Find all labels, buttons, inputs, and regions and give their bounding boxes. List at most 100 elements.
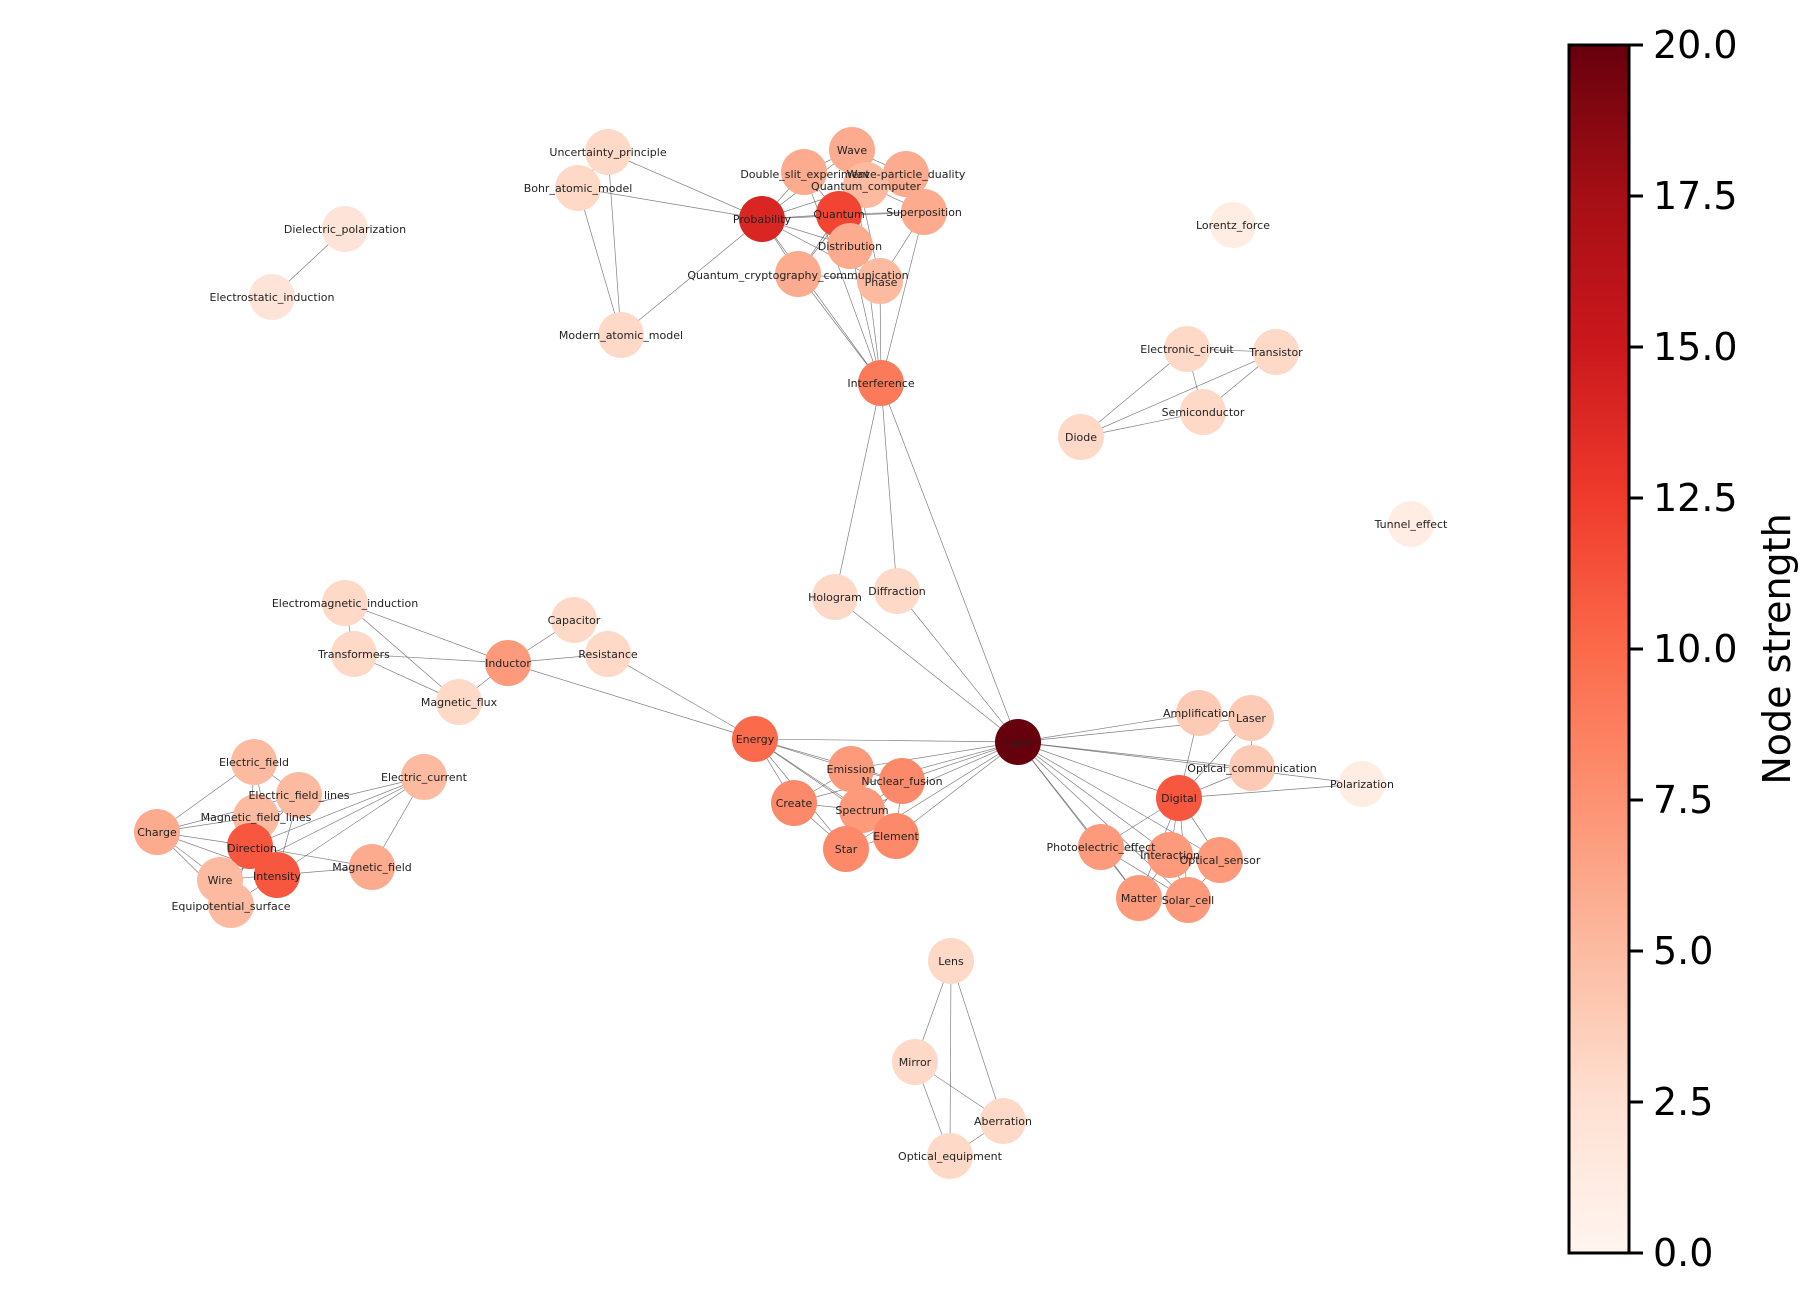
node-wave-particle-duality [883,151,929,197]
edge-electric-field-lines-charge [156,794,300,833]
edge-light-element [895,741,1019,837]
node-direction [227,823,273,869]
node-equipotential-surface [208,882,254,928]
colorbar-label: Node strength [1755,513,1799,784]
node-label-electric-field-lines: Electric_field_lines [248,789,349,802]
colorbar-tick-label: 10.0 [1653,627,1738,671]
node-matter [1116,875,1162,921]
edge-light-emission [850,741,1019,770]
edge-light-amplification [1017,712,1200,743]
node-label-magnetic-flux: Magnetic_flux [421,696,498,709]
node-label-uncertainty-principle: Uncertainty_principle [549,146,666,159]
colorbar-ticks: 0.02.55.07.510.012.515.017.520.0 [1629,23,1738,1275]
colorbar-tick-label: 2.5 [1653,1080,1713,1124]
edge-interference-hologram [834,382,882,598]
node-label-tunnel-effect: Tunnel_effect [1374,518,1448,531]
node-intensity [254,852,300,898]
node-label-light: Light [1004,736,1032,749]
edge-electromagnetic-induction-magnetic-flux [344,602,460,703]
node-label-matter: Matter [1121,892,1158,905]
node-label-transformers: Transformers [317,648,390,661]
edge-interference-diffraction [880,382,898,592]
node-amplification [1176,690,1222,736]
edge-light-matter [1017,741,1140,899]
node-element [873,813,919,859]
node-star [823,826,869,872]
colorbar: 0.02.55.07.510.012.515.017.520.0 Node st… [1567,23,1799,1275]
node-label-amplification: Amplification [1163,707,1235,720]
node-uncertainty-principle [585,129,631,175]
node-resistance [585,631,631,677]
node-diode [1058,414,1104,460]
edge-probability-interference [761,218,882,384]
node-optical-communication [1229,745,1275,791]
node-label-wire: Wire [208,874,233,887]
node-emission [828,746,874,792]
node-label-electromagnetic-induction: Electromagnetic_induction [272,597,418,610]
node-label-create: Create [776,797,813,810]
node-optical-sensor [1197,837,1243,883]
edge-bohr-atomic-model-modern-atomic-model [577,187,622,336]
node-label-equipotential-surface: Equipotential_surface [171,900,290,913]
node-label-wave-particle-duality: Wave-particle_duality [847,168,966,181]
node-label-electronic-circuit: Electronic_circuit [1140,343,1234,356]
node-magnetic-flux [436,679,482,725]
node-wave [829,127,875,173]
node-label-probability: Probability [733,213,792,226]
node-label-diffraction: Diffraction [868,585,926,598]
colorbar-gradient [1567,43,1631,1255]
node-digital [1156,775,1202,821]
node-label-distribution: Distribution [818,240,882,253]
edge-transformers-inductor [353,653,509,664]
node-label-emission: Emission [827,763,876,776]
node-interference [858,360,904,406]
node-electric-current [401,754,447,800]
node-mirror [892,1039,938,1085]
node-label-magnetic-field-lines: Magnetic_field_lines [201,811,312,824]
node-create [771,780,817,826]
node-label-photoelectric-effect: Photoelectric_effect [1047,841,1157,854]
node-light [995,719,1041,765]
edge-resistance-energy [607,653,756,740]
node-label-superposition: Superposition [886,206,962,219]
edge-electric-current-intensity [276,776,425,876]
edge-energy-light [754,738,1019,743]
edge-interference-light [880,382,1019,743]
node-transformers [331,631,377,677]
edge-lens-optical-equipment [949,960,952,1157]
node-quantum-computer [843,162,889,208]
node-electric-field [231,739,277,785]
node-label-interference: Interference [847,377,915,390]
edge-uncertainty-principle-probability [607,151,763,220]
node-magnetic-field [349,844,395,890]
node-label-capacitor: Capacitor [548,614,601,627]
node-inductor [485,640,531,686]
node-photoelectric-effect [1078,824,1124,870]
node-semiconductor [1180,389,1226,435]
node-lorentz-force [1210,202,1256,248]
node-label-optical-communication: Optical_communication [1187,762,1316,775]
node-label-phase: Phase [865,276,898,289]
edge-light-optical-communication [1017,741,1253,769]
node-label-charge: Charge [137,826,177,839]
node-modern-atomic-model [598,312,644,358]
node-label-resistance: Resistance [578,648,638,661]
node-polarization [1339,761,1385,807]
node-label-optical-equipment: Optical_equipment [898,1150,1003,1163]
node-quantum-cryptography-communication [775,251,821,297]
node-bohr-atomic-model [555,165,601,211]
node-label-electric-field: Electric_field [219,756,289,769]
edge-modern-atomic-model-probability [620,218,763,336]
node-electromagnetic-induction [322,580,368,626]
node-dielectric-polarization [322,206,368,252]
node-label-electrostatic-induction: Electrostatic_induction [210,291,335,304]
edge-superposition-interference [880,211,925,384]
node-probability [739,196,785,242]
colorbar-tick-label: 7.5 [1653,778,1713,822]
node-label-nuclear-fusion: Nuclear_fusion [861,775,942,788]
node-transistor [1253,329,1299,375]
node-label-bohr-atomic-model: Bohr_atomic_model [524,182,633,195]
edge-light-digital [1017,741,1180,799]
node-label-magnetic-field: Magnetic_field [332,861,412,874]
